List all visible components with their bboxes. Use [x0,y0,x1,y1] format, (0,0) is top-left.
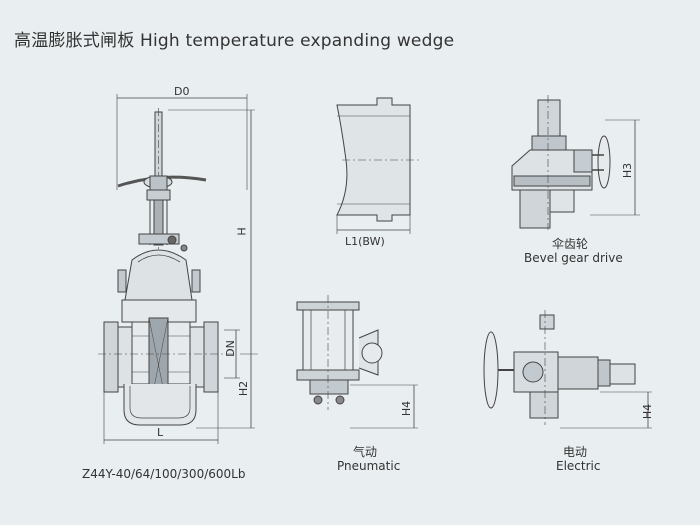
dim-h-label: H [235,227,249,236]
bevel-caption-cn: 伞齿轮 [552,237,589,251]
dim-h4-electric-label: H4 [641,403,655,420]
butt-weld-end-drawing [336,97,420,234]
electric-caption-en: Electric [556,459,601,473]
gate-valve-drawing [98,94,258,444]
model-caption: Z44Y-40/64/100/300/600Lb [82,467,246,481]
electric-actuator-drawing [483,310,652,429]
pneumatic-caption-cn: 气动 [353,445,378,459]
pneumatic-caption-en: Pneumatic [337,459,401,473]
dim-h4-pneumatic-label: H4 [400,400,414,417]
page-title: 高温膨胀式闸板 High temperature expanding wedge [14,31,455,51]
bevel-gear-drive-drawing [511,95,640,230]
dim-dn-label: DN [223,340,237,357]
dim-d0-label: D0 [174,85,190,98]
electric-caption-cn: 电动 [563,445,588,459]
dim-l1-label: L1(BW) [345,235,385,248]
pneumatic-actuator-drawing [296,295,418,429]
bevel-caption-en: Bevel gear drive [524,251,623,265]
dim-h2-label: H2 [237,380,251,397]
dim-l-label: L [157,426,164,439]
dim-h3-label: H3 [621,162,635,179]
